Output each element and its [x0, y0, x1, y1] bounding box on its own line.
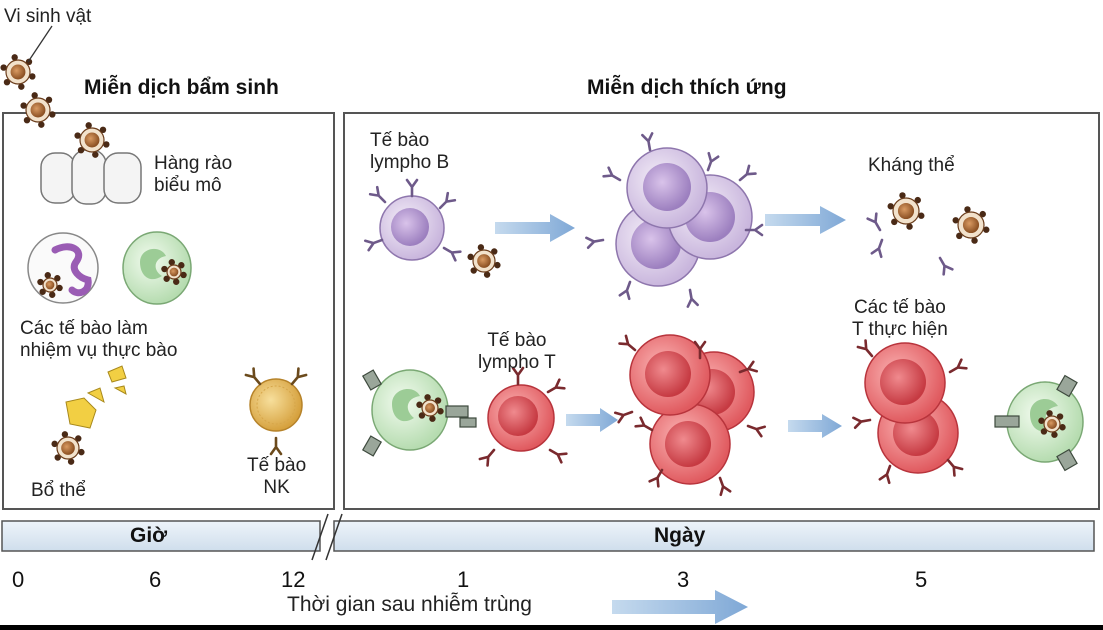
microbe-icon [467, 244, 501, 278]
microbe-icon [0, 54, 36, 90]
antibody-icon [938, 256, 954, 276]
days-label: Ngày [654, 524, 706, 547]
receptor-icon [746, 424, 767, 438]
receptor-icon [706, 151, 720, 172]
receptor-icon [438, 191, 457, 210]
engulfed-microbe-icon [1038, 410, 1066, 438]
receptor-icon [478, 448, 496, 467]
b-lymphocyte [379, 195, 445, 261]
adaptive-title: Miễn dịch thích ứng [587, 76, 787, 99]
receptor-icon [290, 367, 308, 386]
t-lymphocyte [487, 384, 555, 452]
antigen-presenting-cell-left [371, 369, 449, 451]
engulfed-microbe-icon [161, 259, 187, 285]
receptor-icon [718, 476, 732, 497]
antibody-label: Kháng thể [868, 155, 955, 176]
receptor-icon [852, 416, 872, 430]
receptor-icon [693, 340, 707, 360]
receptor-icon [946, 458, 964, 477]
receptor-icon [948, 358, 968, 374]
receptor-icon [511, 366, 525, 386]
tick-6: 6 [149, 567, 162, 592]
microbe-label: Vi sinh vật [4, 6, 92, 27]
epithelium-cells [40, 149, 142, 205]
phagocytes-label: Các tế bào làm nhiệm vụ thực bào [20, 318, 178, 361]
receptor-icon [744, 223, 764, 237]
effector-t-label: Các tế bào T thực hiện [852, 297, 948, 340]
complement-label: Bổ thể [31, 480, 86, 501]
b-cell-label: Tế bào lympho B [370, 130, 450, 173]
receptor-icon [738, 164, 757, 182]
engulfed-microbe-icon [37, 272, 63, 298]
t-cell-label: Tế bào lympho T [478, 330, 556, 373]
neutrophil [27, 232, 99, 304]
hours-label: Giờ [130, 524, 168, 547]
receptor-icon [613, 410, 634, 424]
nk-cell [249, 378, 303, 432]
receptor-icon [856, 339, 874, 358]
progress-arrows [495, 206, 846, 438]
receptor-icon [585, 236, 605, 250]
receptor-icon [618, 280, 632, 301]
receptor-icon [442, 246, 462, 262]
time-arrow [612, 590, 748, 624]
nk-label: Tế bào NK [247, 455, 307, 498]
t-cell-clones [629, 334, 755, 485]
tick-3: 3 [677, 567, 690, 592]
effector-t-cells [864, 342, 959, 474]
mhc-receptors [361, 369, 1078, 472]
epithelium-label: Hàng rào biểu mô [154, 153, 233, 196]
timeline-band [1, 513, 1095, 561]
microbe-icon [887, 192, 925, 230]
receptor-icon [244, 367, 262, 386]
receptor-icon [363, 238, 384, 252]
label-pointer [27, 25, 53, 63]
bottom-border [0, 625, 1103, 630]
time-caption: Thời gian sau nhiễm trùng [287, 593, 532, 616]
receptor-icon [368, 185, 387, 204]
microbe-icon [74, 122, 110, 158]
receptor-icon [686, 288, 700, 308]
innate-title: Miễn dịch bẩm sinh [84, 76, 279, 99]
macrophage [122, 231, 192, 305]
receptor-icon [738, 360, 759, 374]
engulfed-microbe-icon [416, 394, 444, 422]
antibody-icon [870, 238, 884, 259]
tick-12: 12 [281, 567, 306, 592]
tick-0: 0 [12, 567, 25, 592]
receptor-icon [546, 378, 566, 394]
receptor-icon [640, 132, 654, 152]
receptor-icon [648, 468, 664, 488]
antibody-icon [866, 212, 882, 232]
receptor-icon [405, 178, 419, 198]
receptor-icon [548, 448, 568, 464]
microbe-icon [51, 431, 85, 465]
microbe-icon [20, 92, 56, 128]
b-cell-clones [615, 147, 753, 287]
tick-5: 5 [915, 567, 928, 592]
receptor-icon [634, 416, 654, 432]
receptor-icon [618, 334, 637, 352]
tick-1: 1 [457, 567, 470, 592]
complement-fragments [65, 365, 127, 429]
receptor-icon [878, 464, 892, 485]
receptor-icon [269, 436, 283, 456]
microbe-icon [952, 206, 990, 244]
receptor-icon [602, 166, 622, 182]
